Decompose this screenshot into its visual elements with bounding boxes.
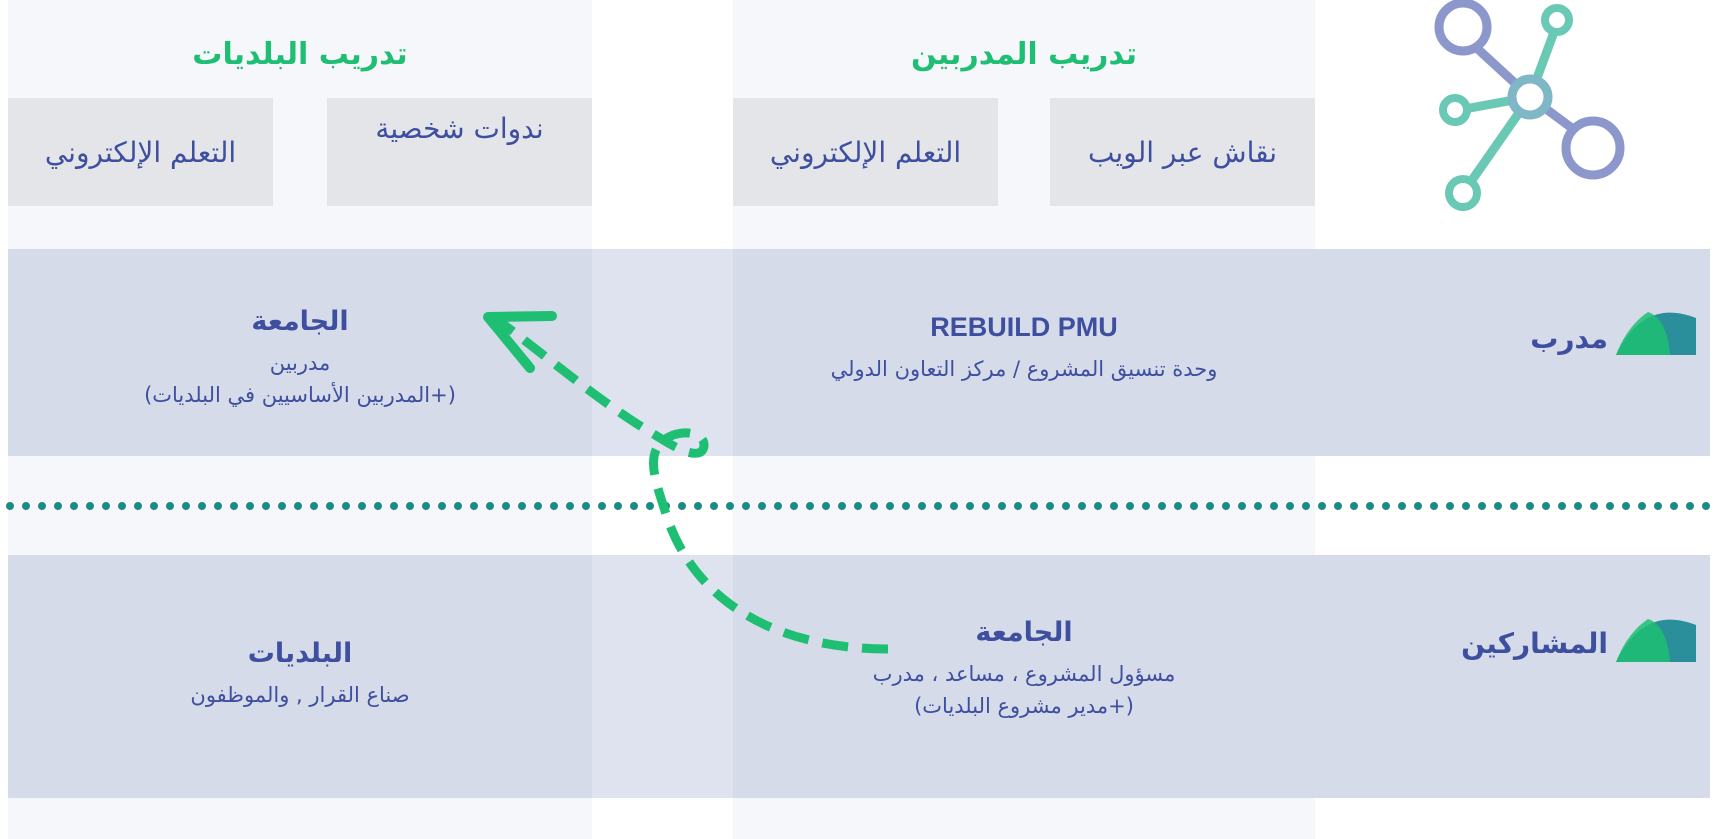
- cell-university-participants: الجامعة مسؤول المشروع ، مساعد ، مدرب (+م…: [733, 617, 1315, 722]
- column-title-municipalities: تدريب البلديات: [192, 37, 408, 72]
- tag-elearning-trainers: التعلم الإلكتروني: [733, 98, 998, 206]
- cell-line: مسؤول المشروع ، مساعد ، مدرب: [872, 662, 1176, 686]
- tag-elearning-municipalities: التعلم الإلكتروني: [8, 98, 273, 206]
- tag-webinar: نقاش عبر الويب: [1050, 98, 1315, 206]
- row-label-trainer: مدرب: [1530, 322, 1608, 355]
- cell-municipalities: البلديات صناع القرار , والموظفون: [8, 638, 592, 711]
- cell-title: REBUILD PMU: [930, 312, 1118, 342]
- tag-in-person-seminars: ندوات شخصية: [327, 98, 592, 206]
- cell-line: مدربين: [269, 351, 331, 375]
- cell-title: الجامعة: [251, 306, 349, 337]
- cell-university-trainers: الجامعة مدربين (+المدربين الأساسيين في ا…: [8, 306, 592, 411]
- cell-line: صناع القرار , والموظفون: [190, 683, 410, 707]
- column-title-trainers: تدريب المدربين: [910, 37, 1138, 72]
- cell-line: (+المدربين الأساسيين في البلديات): [144, 383, 456, 407]
- cell-line: وحدة تنسيق المشروع / مركز التعاون الدولي: [830, 357, 1218, 381]
- cell-title: البلديات: [247, 638, 353, 669]
- cell-title: الجامعة: [975, 617, 1073, 648]
- row-label-participants: المشاركين: [1461, 627, 1608, 660]
- cell-line: (+مدير مشروع البلديات): [914, 694, 1134, 718]
- cell-pmu: REBUILD PMU وحدة تنسيق المشروع / مركز ال…: [733, 312, 1315, 385]
